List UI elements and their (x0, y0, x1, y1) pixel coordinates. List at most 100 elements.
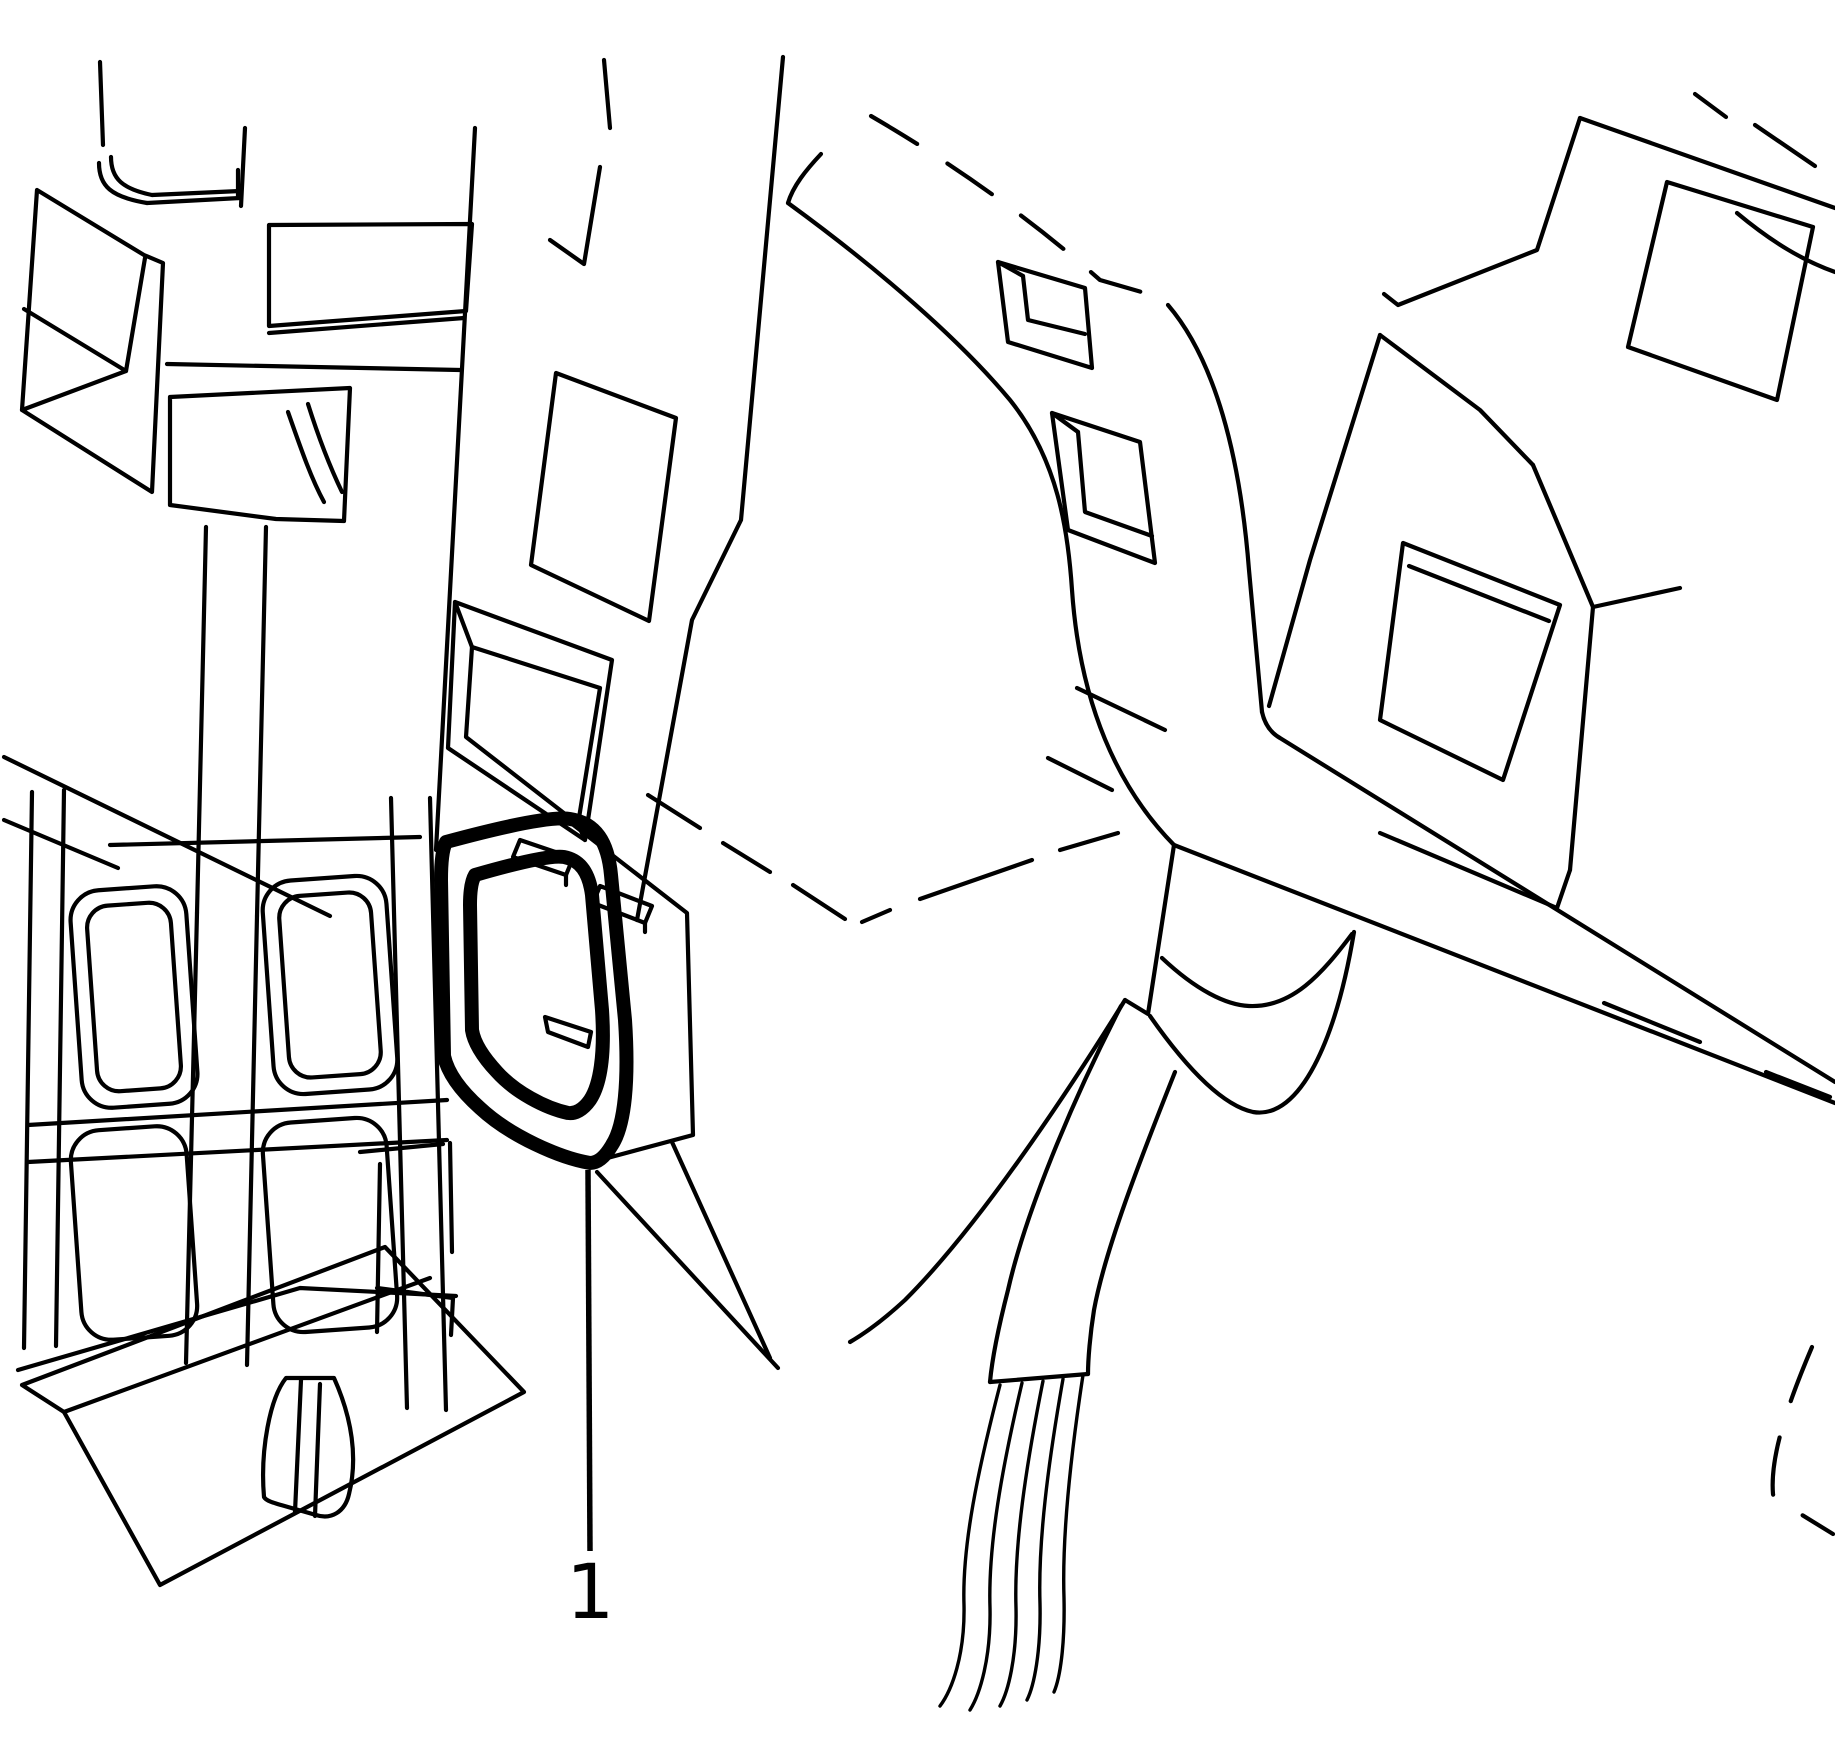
stroke (634, 54, 786, 923)
stroke (1259, 709, 1835, 1085)
stroke (1074, 685, 1168, 733)
stroke (1266, 332, 1383, 709)
stroke (1122, 842, 1177, 1017)
stroke (564, 817, 696, 1163)
stroke (447, 1140, 455, 1255)
stroke (1734, 210, 1835, 275)
stroke (987, 1003, 1124, 1385)
stroke (292, 1377, 304, 1515)
center-panel (433, 54, 786, 923)
stroke (1075, 429, 1155, 539)
left-bracket (19, 59, 243, 495)
window-outline (260, 873, 400, 1097)
stroke (1057, 830, 1121, 853)
stroke (97, 59, 106, 148)
arch-sweep (785, 200, 1177, 848)
stroke (305, 401, 345, 495)
hidden-edge-dashes (645, 91, 1835, 1537)
latch-clip (542, 1014, 594, 1050)
cowl-arch (785, 113, 1835, 1085)
stroke (312, 1381, 323, 1519)
square-hole-2 (1377, 540, 1563, 783)
stroke (859, 907, 893, 925)
stroke (1147, 929, 1357, 1115)
stroke (1085, 1069, 1178, 1377)
window-outline (260, 1115, 400, 1335)
part-1-switch-housing[interactable] (434, 811, 696, 1170)
stroke (1171, 842, 1835, 1106)
stroke (987, 1371, 1091, 1385)
stroke (790, 882, 848, 922)
stroke (61, 1275, 433, 1415)
stroke (1159, 931, 1355, 1009)
stroke (1770, 1344, 1835, 1537)
stroke (164, 361, 463, 373)
stroke (1, 754, 333, 919)
wiring-harness (847, 997, 1178, 1712)
stroke (1020, 273, 1088, 337)
stroke (1692, 91, 1729, 120)
wire (998, 1379, 1045, 1708)
stroke (1577, 115, 1835, 211)
window-outline (277, 890, 383, 1080)
right-panel (1377, 115, 1835, 911)
lower-platform (357, 1139, 781, 1371)
window-outline (84, 900, 184, 1094)
frame-windows (68, 873, 400, 1342)
stroke (669, 1139, 773, 1361)
stroke (254, 524, 269, 919)
stroke (123, 255, 148, 374)
stroke (1377, 332, 1536, 468)
stroke (108, 154, 155, 198)
stroke (1763, 1069, 1833, 1100)
stroke (96, 160, 150, 206)
upper-cutout (528, 370, 679, 624)
stroke (1049, 410, 1081, 435)
housing-bezel (434, 811, 634, 1170)
wire (1025, 1377, 1065, 1702)
stroke (1381, 115, 1583, 308)
stroke (285, 409, 327, 505)
stroke (144, 195, 243, 206)
stroke (1554, 867, 1573, 911)
stroke (1601, 1000, 1703, 1045)
stroke (107, 834, 423, 848)
frame-post (244, 913, 260, 1368)
stroke (25, 1137, 450, 1165)
stroke (720, 840, 773, 875)
stroke (433, 125, 478, 853)
dashboard-carrier-linework (19, 54, 1835, 1537)
stroke (601, 57, 613, 131)
frame-post (53, 787, 67, 1349)
callout-1[interactable]: 1 (566, 1169, 614, 1636)
stroke (785, 151, 824, 206)
square-hole-1 (1625, 179, 1816, 403)
callout-leader-line (585, 1169, 593, 1552)
vent-cutout (167, 385, 353, 524)
stroke (1567, 604, 1596, 873)
stroke (238, 125, 248, 209)
stroke (452, 599, 475, 650)
stroke (19, 1244, 527, 1588)
stroke (374, 1285, 456, 1338)
wire (938, 1383, 1002, 1708)
stroke (645, 792, 703, 831)
stroke (1045, 755, 1115, 793)
stroke (261, 1375, 356, 1519)
wire (968, 1381, 1024, 1712)
stroke (19, 187, 166, 495)
wires (938, 1373, 1085, 1712)
callout-label[interactable]: 1 (566, 1547, 614, 1636)
stroke (194, 524, 209, 916)
pillar-panel (164, 125, 475, 919)
stroke (547, 164, 603, 267)
stroke (266, 315, 467, 336)
stroke (995, 259, 1026, 279)
stroke (594, 1169, 781, 1371)
window-outline (68, 884, 200, 1110)
stroke (1049, 410, 1158, 566)
hidden-edge-arc (868, 113, 1155, 298)
